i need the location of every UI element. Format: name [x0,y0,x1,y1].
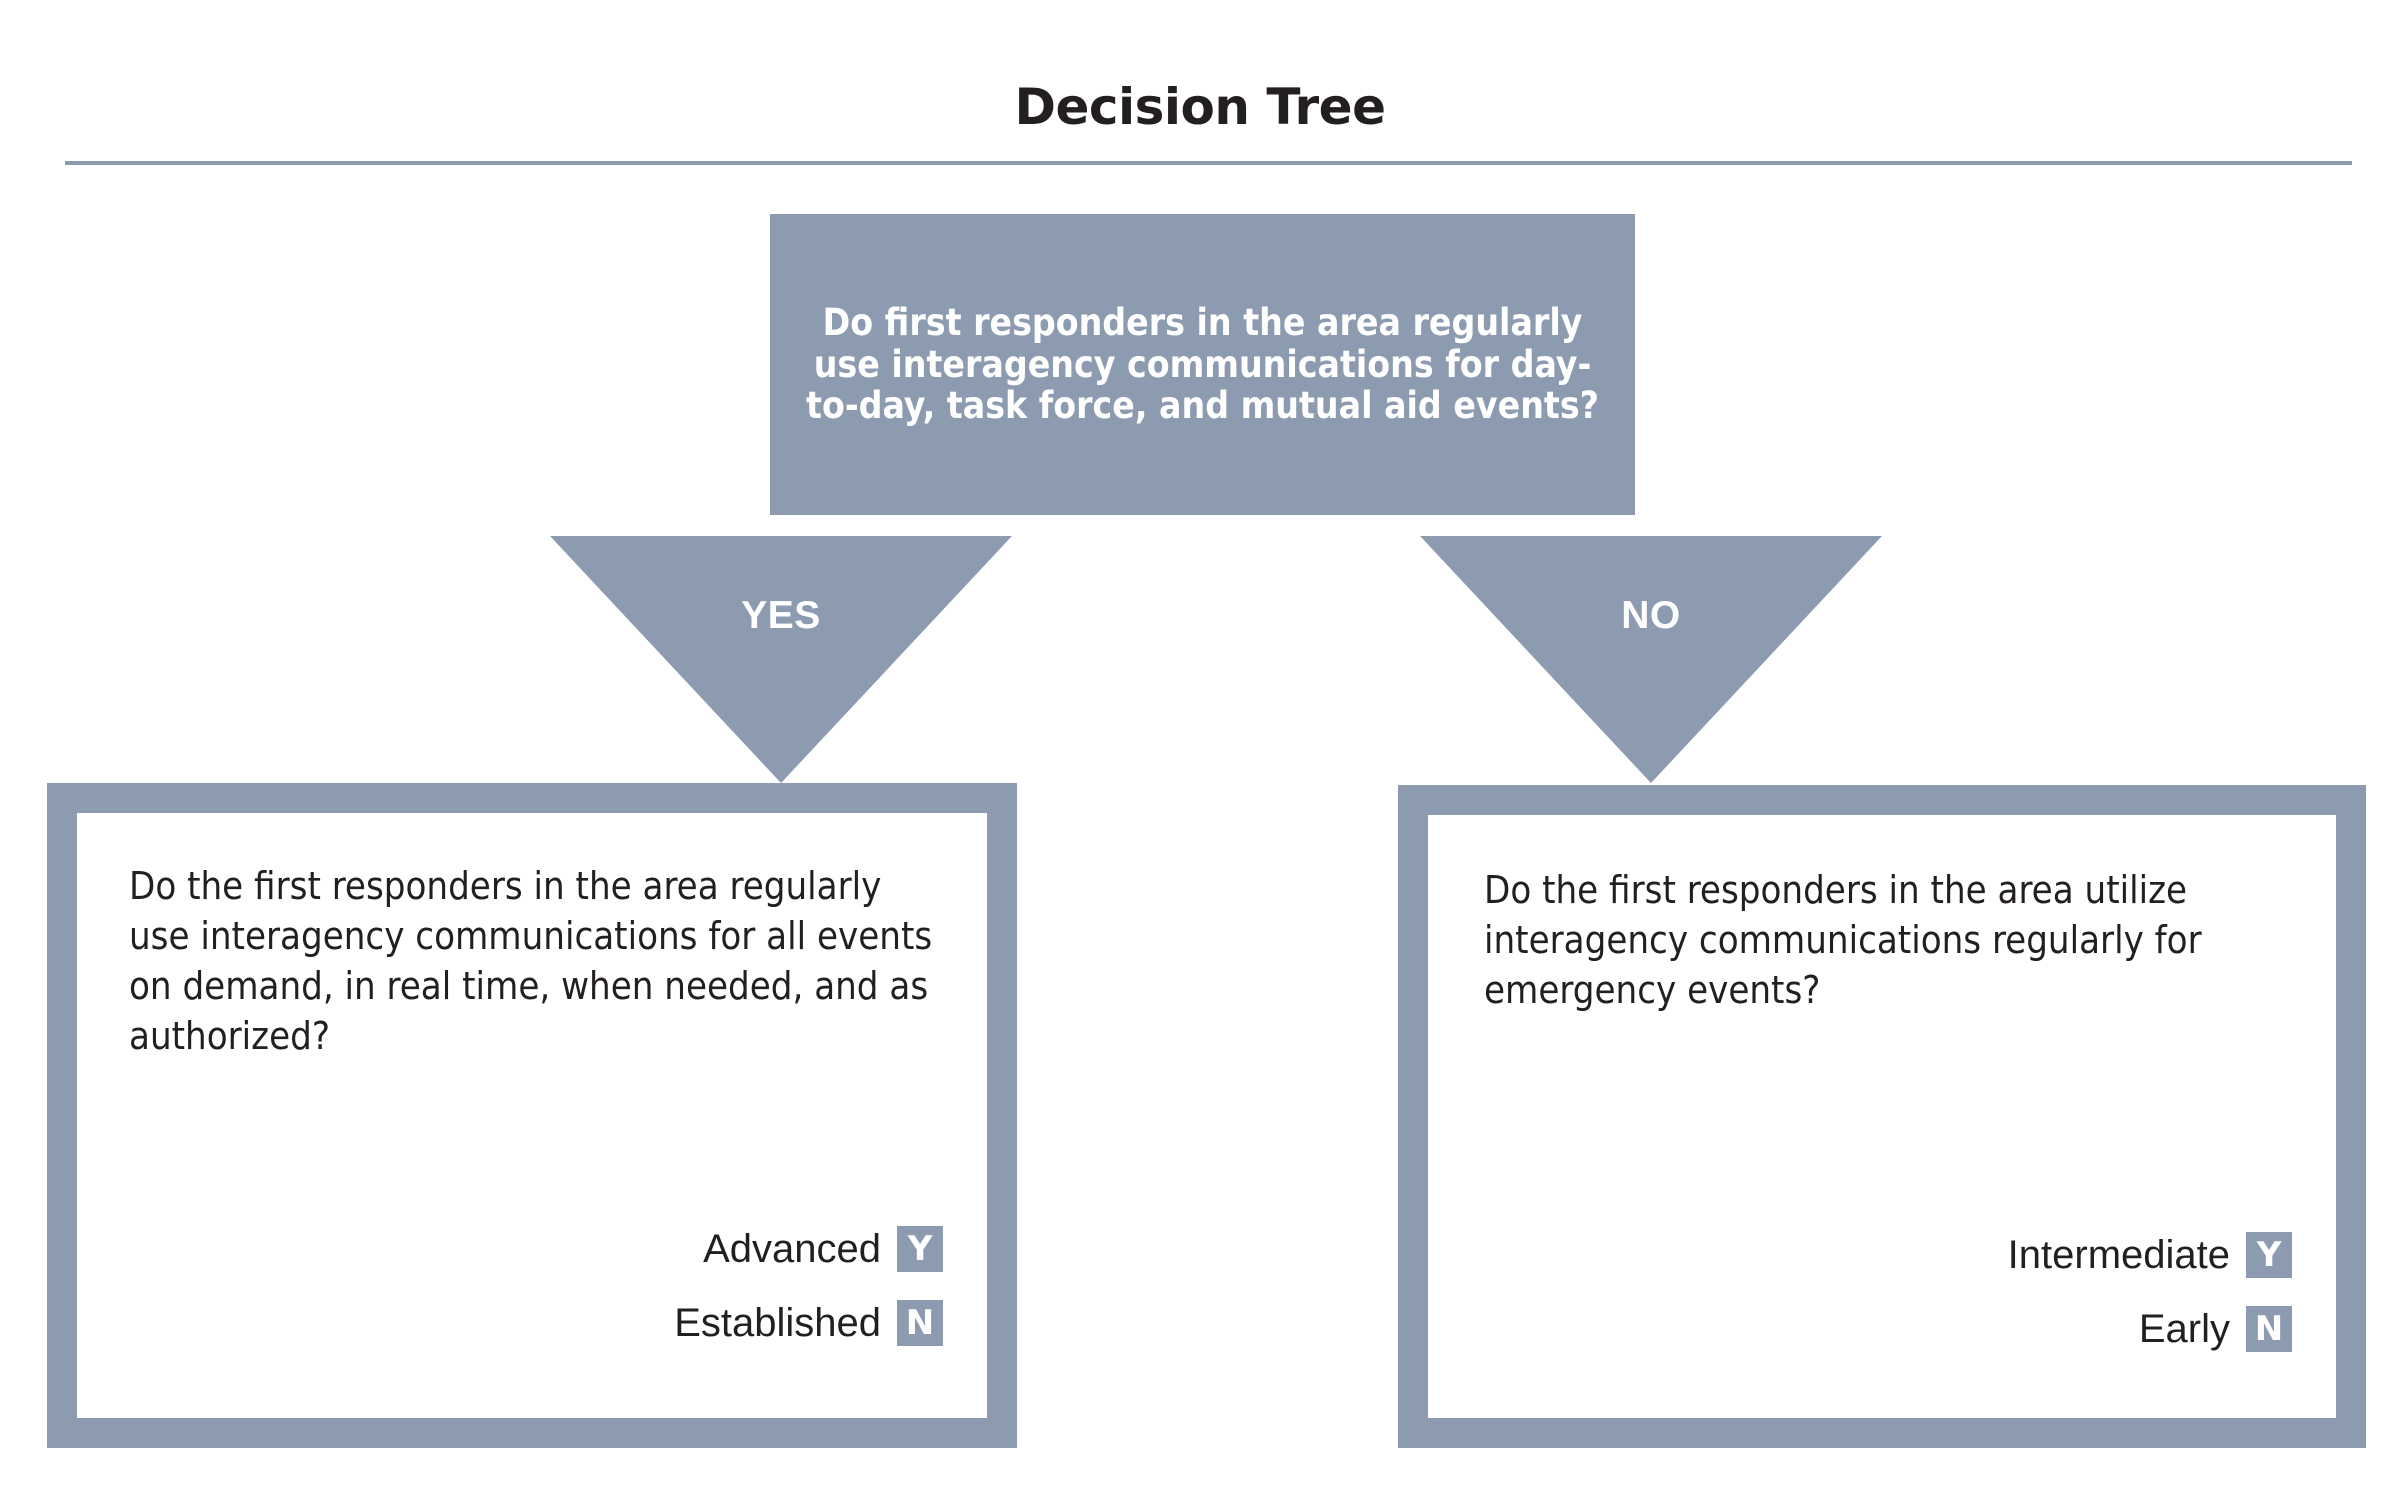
outcome-results-no: Intermediate Y Early N [2008,1232,2292,1352]
branch-arrow-yes: YES [550,536,1012,783]
page-title: Decision Tree [1014,78,1386,136]
result-row: Intermediate Y [2008,1232,2292,1278]
root-question-text: Do first responders in the area regularl… [806,301,1599,428]
result-label: Advanced [703,1227,881,1271]
outcome-question-text-yes: Do the first responders in the area regu… [129,864,933,1059]
result-label: Intermediate [2007,1233,2230,1277]
outcome-box-no-inner: Do the first responders in the area util… [1428,815,2336,1418]
title-divider [65,161,2352,165]
outcome-box-yes: Do the first responders in the area regu… [47,783,1017,1448]
outcome-box-yes-inner: Do the first responders in the area regu… [77,813,987,1418]
outcome-box-no: Do the first responders in the area util… [1398,785,2366,1448]
result-row: Early N [2139,1306,2292,1352]
outcome-question-text-no: Do the first responders in the area util… [1484,868,2202,1013]
result-row: Established N [674,1300,943,1346]
branch-arrow-no-label: NO [1621,594,1681,637]
result-label: Early [2138,1307,2230,1351]
result-badge-n: N [897,1300,943,1346]
result-row: Advanced Y [703,1226,943,1272]
outcome-results-yes: Advanced Y Established N [674,1226,943,1346]
down-arrow-icon [550,536,1012,783]
branch-arrow-no: NO [1420,536,1882,783]
down-arrow-icon [1420,536,1882,783]
root-question-box: Do first responders in the area regularl… [770,214,1635,515]
result-label: Established [674,1301,881,1345]
result-badge-y: Y [2246,1232,2292,1278]
result-badge-y: Y [897,1226,943,1272]
branch-arrow-yes-label: YES [741,594,821,637]
result-badge-n: N [2246,1306,2292,1352]
